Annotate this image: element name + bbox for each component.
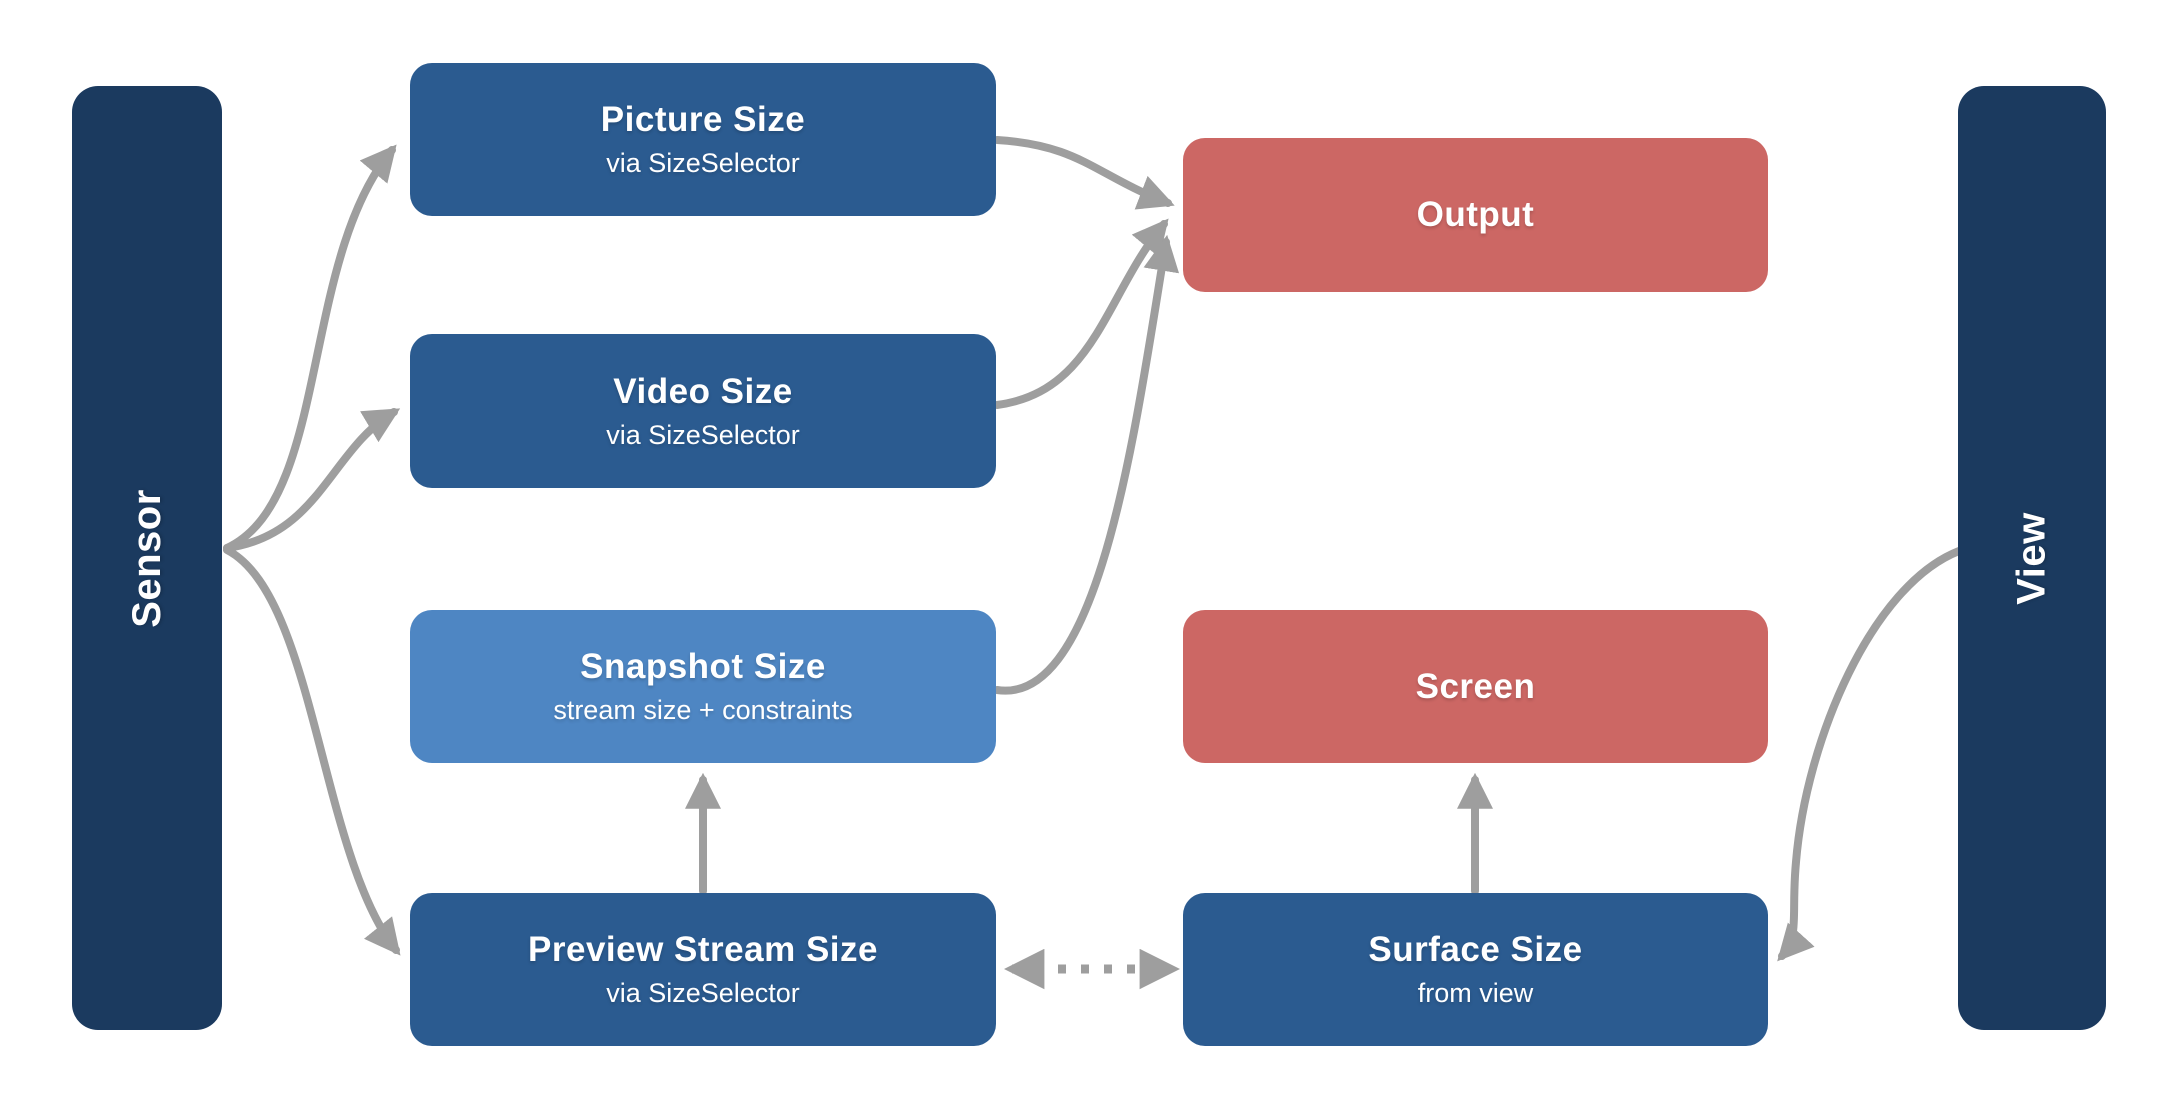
node-title: Picture Size [600,100,806,139]
node-subtitle: stream size + constraints [553,695,853,725]
node-preview-stream-size: Preview Stream Size via SizeSelector [410,893,996,1046]
edge-snapshot-size-to-output [993,234,1180,695]
edge-sensor-to-video-size [223,408,401,552]
node-subtitle: via SizeSelector [606,419,800,450]
edge-sensor-to-picture-size [223,144,397,552]
sensor-bar: Sensor [72,86,222,1030]
node-title: Snapshot Size [580,647,826,686]
node-output: Output [1183,138,1768,292]
node-title: Preview Stream Size [528,930,878,969]
node-title: Output [1416,195,1535,234]
node-title: Video Size [613,371,793,411]
edge-video-size-to-output [993,218,1169,409]
edge-view-to-surface-size [1777,547,1963,962]
node-subtitle: via SizeSelector [606,148,800,178]
node-video-size: Video Size via SizeSelector [410,334,996,488]
node-title: Surface Size [1368,930,1583,969]
sensor-bar-label: Sensor [124,488,169,628]
node-subtitle: via SizeSelector [606,978,800,1008]
view-bar: View [1958,86,2106,1030]
node-subtitle: from view [1417,978,1534,1008]
edge-picture-size-to-output [993,136,1175,210]
node-picture-size: Picture Size via SizeSelector [410,63,996,216]
edge-sensor-to-preview-stream-size [223,546,401,956]
node-screen: Screen [1183,610,1768,763]
node-surface-size: Surface Size from view [1183,893,1768,1046]
node-title: Screen [1415,666,1536,706]
node-snapshot-size: Snapshot Size stream size + constraints [410,610,996,763]
view-bar-label: View [2009,511,2054,605]
